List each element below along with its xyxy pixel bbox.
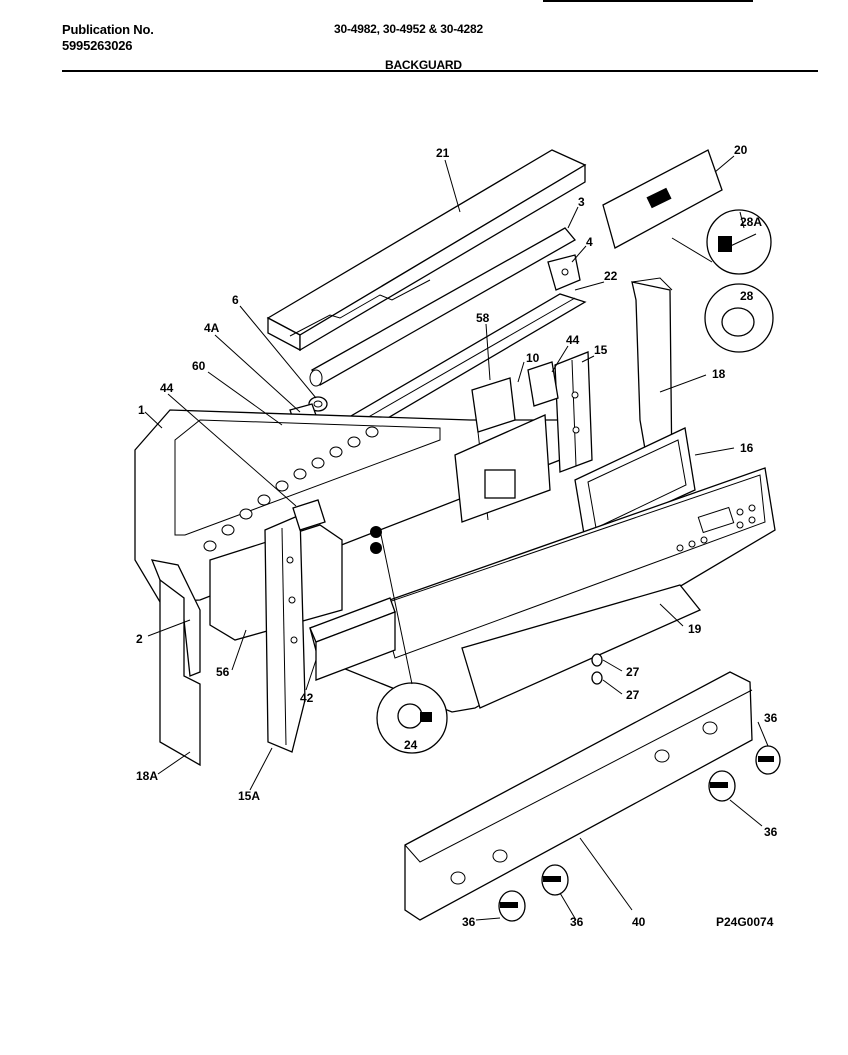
part-15-side-support[interactable] — [554, 351, 593, 473]
callout-36-upper-right: 36 — [764, 711, 778, 725]
callout-labels: 21 20 3 4 28A 22 6 4A 28 58 44 15 10 60 … — [136, 143, 778, 929]
part-44-clip-right[interactable] — [527, 361, 559, 407]
part-24-knob-detail[interactable] — [376, 682, 448, 754]
part-36-knob-lower-left[interactable] — [498, 890, 526, 922]
part-40-manifold-panel[interactable] — [404, 671, 753, 921]
section-title: BACKGUARD — [385, 58, 462, 72]
callout-24: 24 — [404, 738, 418, 752]
callout-2: 2 — [136, 632, 143, 646]
callout-15: 15 — [594, 343, 608, 357]
part-36-knob-middle-right[interactable] — [708, 770, 736, 802]
publication-label: Publication No. — [62, 22, 154, 37]
part-20-electronic-clock[interactable] — [602, 149, 723, 249]
callout-56: 56 — [216, 665, 230, 679]
callout-15a: 15A — [238, 789, 260, 803]
part-28a-screw-detail[interactable] — [706, 209, 772, 275]
part-18a-end-panel[interactable] — [159, 578, 201, 767]
callout-44-right: 44 — [566, 333, 580, 347]
part-28-knob-detail[interactable] — [704, 283, 774, 353]
part-42-channel[interactable] — [309, 597, 396, 681]
callout-36-lower-left: 36 — [462, 915, 476, 929]
callout-44-left: 44 — [160, 381, 174, 395]
callout-18a: 18A — [136, 769, 158, 783]
callout-40: 40 — [632, 915, 646, 929]
callout-28a: 28A — [740, 215, 762, 229]
callout-4a: 4A — [204, 321, 220, 335]
screw-pair — [370, 526, 382, 554]
part-21-top-trim[interactable] — [266, 149, 587, 352]
callout-16: 16 — [740, 441, 754, 455]
model-numbers: 30-4982, 30-4952 & 30-4282 — [334, 22, 483, 36]
part-4-bracket[interactable] — [547, 254, 581, 291]
callout-36-lower-middle: 36 — [570, 915, 584, 929]
callout-22: 22 — [604, 269, 618, 283]
figure-code: P24G0074 — [716, 915, 774, 929]
callout-42: 42 — [300, 691, 314, 705]
callout-18: 18 — [712, 367, 726, 381]
callout-19: 19 — [688, 622, 702, 636]
part-27-spring-upper[interactable] — [591, 653, 603, 667]
part-36-knob-lower-middle[interactable] — [541, 864, 569, 896]
callout-21: 21 — [436, 146, 450, 160]
callout-10: 10 — [526, 351, 540, 365]
leader-lines — [144, 155, 769, 921]
part-10-relay-board[interactable] — [454, 414, 551, 523]
callout-4: 4 — [586, 235, 593, 249]
title-rule — [62, 70, 818, 72]
part-3-rod[interactable] — [309, 227, 576, 387]
part-36-knob-upper-right[interactable] — [755, 745, 781, 775]
part-27-spring-lower[interactable] — [591, 671, 603, 685]
callout-20: 20 — [734, 143, 748, 157]
callout-27-lower: 27 — [626, 688, 640, 702]
callout-1: 1 — [138, 403, 145, 417]
top-rule — [543, 0, 753, 2]
part-15a-side-support[interactable] — [264, 514, 306, 753]
part-16-frame[interactable] — [574, 427, 696, 541]
part-19-control-panel[interactable] — [309, 467, 776, 713]
callout-27-upper: 27 — [626, 665, 640, 679]
callout-28: 28 — [740, 289, 754, 303]
callout-3: 3 — [578, 195, 585, 209]
publication-number: 5995263026 — [62, 38, 133, 53]
callout-6: 6 — [232, 293, 239, 307]
part-44-clip-left[interactable] — [292, 499, 326, 531]
callout-58: 58 — [476, 311, 490, 325]
callout-60: 60 — [192, 359, 206, 373]
callout-36-right: 36 — [764, 825, 778, 839]
